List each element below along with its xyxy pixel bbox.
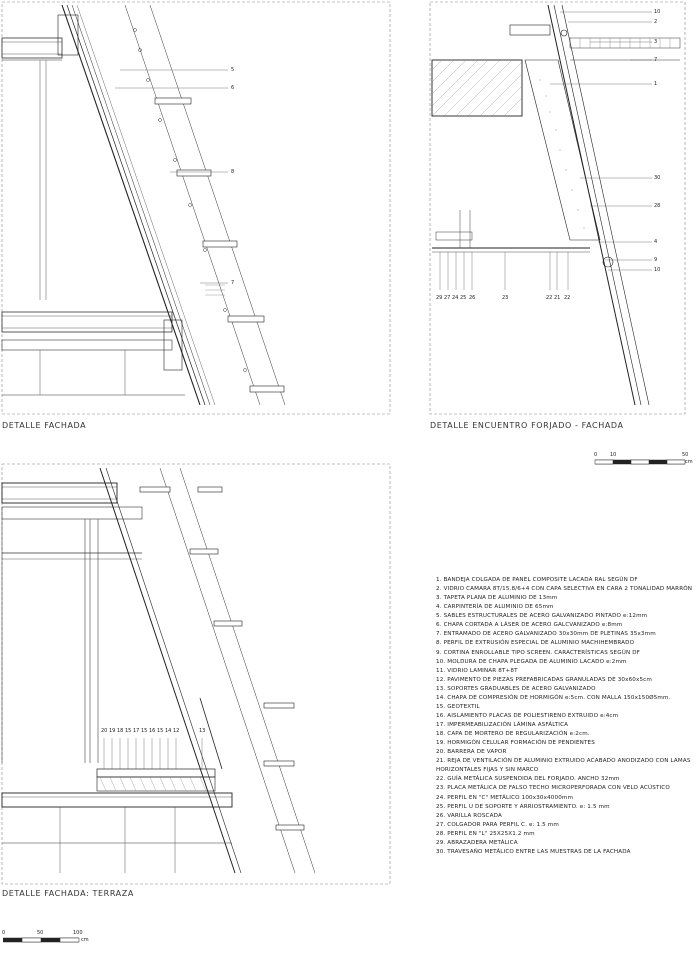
legend-item: 18. CAPA DE MORTERO DE REGULARIZACIÓN e:… — [436, 731, 590, 738]
forjado-section-svg — [429, 1, 686, 415]
legend-item: 30. TRAVESAÑO METÁLICO ENTRE LAS MUESTRA… — [436, 848, 631, 855]
terraza-section-svg — [1, 463, 391, 885]
forjado-callout-24: 24 — [452, 295, 459, 301]
legend-item: 2. VIDRIO CAMARA 8T/15.8/6+4 CON CAPA SE… — [436, 586, 693, 593]
detalle-fachada-drawing: 5 6 8 7 — [0, 0, 392, 420]
forjado-callout-29: 29 — [436, 295, 443, 301]
scale-bottom-tick-1: 50 — [37, 930, 44, 936]
terraza-callout-13: 13 — [199, 728, 206, 734]
caption-detalle-fachada: DETALLE FACHADA — [2, 421, 87, 430]
terraza-callout-15b: 15 — [141, 728, 148, 734]
caption-detalle-forjado: DETALLE ENCUENTRO FORJADO - FACHADA — [430, 421, 624, 430]
fachada-callout-7: 7 — [231, 280, 235, 286]
legend-item: 7. ENTRAMADO DE ACERO GALVANIZADO 30x30m… — [436, 631, 656, 638]
scale-bar-top: 0 10 50 cm — [594, 450, 694, 472]
legend-item: 26. VARILLA ROSCADA — [436, 812, 502, 819]
forjado-callout-26: 26 — [469, 295, 476, 301]
legend-item: 12. PAVIMENTO DE PIEZAS PREFABRICADAS GR… — [436, 676, 652, 683]
scale-bar-bottom: 0 50 100 cm — [2, 928, 102, 950]
fachada-callout-5: 5 — [231, 67, 235, 73]
forjado-callout-4: 4 — [654, 239, 658, 245]
forjado-callout-28: 28 — [654, 203, 661, 209]
fachada-callout-6: 6 — [231, 85, 235, 91]
legend-item: 13. SOPORTES GRADUABLES DE ACERO GALVANI… — [436, 685, 596, 692]
forjado-callout-21: 21 — [554, 295, 561, 301]
scale-bottom-tick-0: 0 — [2, 930, 6, 936]
scale-bar-top-graphic — [594, 459, 686, 465]
caption-detalle-terraza: DETALLE FACHADA: TERRAZA — [2, 889, 134, 898]
legend-item: 8. PERFIL DE EXTRUSIÓN ESPECIAL DE ALUMI… — [436, 640, 635, 647]
legend-item: 22. GUÍA METÁLICA SUSPENDIDA DEL FORJADO… — [436, 776, 620, 783]
terraza-callout-19: 19 — [109, 728, 116, 734]
legend-item: 6. CHAPA CORTADA A LÁSER DE ACERO GALCVA… — [436, 622, 623, 629]
legend-item: 11. VIDRIO LAMINAR 8T+8T — [436, 667, 518, 674]
forjado-callout-10a: 10 — [654, 9, 661, 15]
legend-item: 3. TAPETA PLANA DE ALUMINIO DE 13mm — [436, 595, 558, 602]
legend-item: 19. HORMIGÓN CELULAR FORMACIÓN DE PENDIE… — [436, 740, 595, 747]
scale-top-tick-1: 10 — [610, 452, 617, 458]
scale-top-tick-2: 50 — [682, 452, 689, 458]
detalle-terraza-drawing: 20 19 18 15 17 15 16 15 14 12 13 — [0, 463, 392, 885]
forjado-callout-9: 9 — [654, 257, 658, 263]
forjado-callout-7: 7 — [654, 57, 658, 63]
legend-item: 10. MOLDURA DE CHAPA PLEGADA DE ALUMINIO… — [436, 658, 627, 665]
forjado-callout-1: 1 — [654, 81, 658, 87]
forjado-callout-10b: 10 — [654, 267, 661, 273]
legend-item: 25. PERFIL U DE SOPORTE Y ARRIOSTRAMIENT… — [436, 803, 610, 810]
legend-item: 1. BANDEJA COLGADA DE PANEL COMPOSITE LA… — [436, 577, 638, 583]
fachada-section-svg — [1, 1, 391, 415]
legend-item-continuation: HORIZONTALES FIJAS Y SIN MARCO — [436, 767, 539, 774]
forjado-callout-22a: 22 — [546, 295, 553, 301]
legend-item: 9. CORTINA ENROLLABLE TIPO SCREEN. CARAC… — [436, 649, 641, 656]
legend-item: 24. PERFIL EN "C" METÁLICO 100x30x4000mm — [436, 794, 574, 801]
terraza-callout-20: 20 — [101, 728, 108, 734]
terraza-callout-12: 12 — [173, 728, 180, 734]
fachada-callout-8: 8 — [231, 169, 235, 175]
legend-item: 17. IMPERMEABILIZACIÓN LÁMINA ASFÁLTICA — [436, 722, 569, 728]
terraza-callout-18: 18 — [117, 728, 124, 734]
scale-top-tick-0: 0 — [594, 452, 598, 458]
legend-item: 23. PLACA METÁLICA DE FALSO TECHO MICROP… — [436, 785, 670, 792]
scale-bar-bottom-graphic — [3, 937, 80, 943]
terraza-callout-16: 16 — [149, 728, 156, 734]
scale-bottom-unit: cm — [81, 937, 89, 943]
forjado-callout-27: 27 — [444, 295, 451, 301]
terraza-callout-15c: 15 — [157, 728, 164, 734]
legend-item: 20. BARRERA DE VAPOR — [436, 749, 507, 756]
terraza-callout-15a: 15 — [125, 728, 132, 734]
legend-item: 21. REJA DE VENTILACIÓN DE ALUMINIO EXTR… — [436, 758, 691, 765]
materials-legend: 1. BANDEJA COLGADA DE PANEL COMPOSITE LA… — [436, 576, 698, 857]
scale-top-unit: cm — [685, 459, 693, 465]
legend-item: 27. COLGADOR PARA PERFIL C. e: 1.5 mm — [436, 821, 559, 828]
terraza-callout-14: 14 — [165, 728, 172, 734]
legend-item: 14. CHAPA DE COMPRESIÓN DE HORMIGÓN e:5c… — [436, 694, 671, 701]
forjado-callout-23: 23 — [502, 295, 509, 301]
forjado-callout-30: 30 — [654, 175, 661, 181]
detalle-forjado-drawing: 10 2 3 7 1 30 28 4 9 10 29 27 24 25 26 2… — [429, 0, 700, 420]
forjado-callout-3: 3 — [654, 39, 658, 45]
forjado-callout-2: 2 — [654, 19, 658, 25]
forjado-callout-25: 25 — [460, 295, 467, 301]
terraza-callout-17: 17 — [133, 728, 140, 734]
legend-item: 5. SABLES ESTRUCTURALES DE ACERO GALVANI… — [436, 613, 648, 620]
forjado-callout-22b: 22 — [564, 295, 571, 301]
legend-item: 29. ABRAZADERA METÁLICA — [436, 839, 518, 846]
legend-item: 15. GEOTEXTIL — [436, 703, 480, 710]
legend-item: 16. AISLAMIENTO PLACAS DE POLIESTIRENO E… — [436, 712, 619, 719]
legend-item: 28. PERFIL EN "L" 25X25X1.2 mm — [436, 830, 535, 837]
legend-item: 4. CARPINTERÍA DE ALUMINIO DE 65mm — [436, 604, 554, 611]
scale-bottom-tick-2: 100 — [73, 930, 83, 936]
